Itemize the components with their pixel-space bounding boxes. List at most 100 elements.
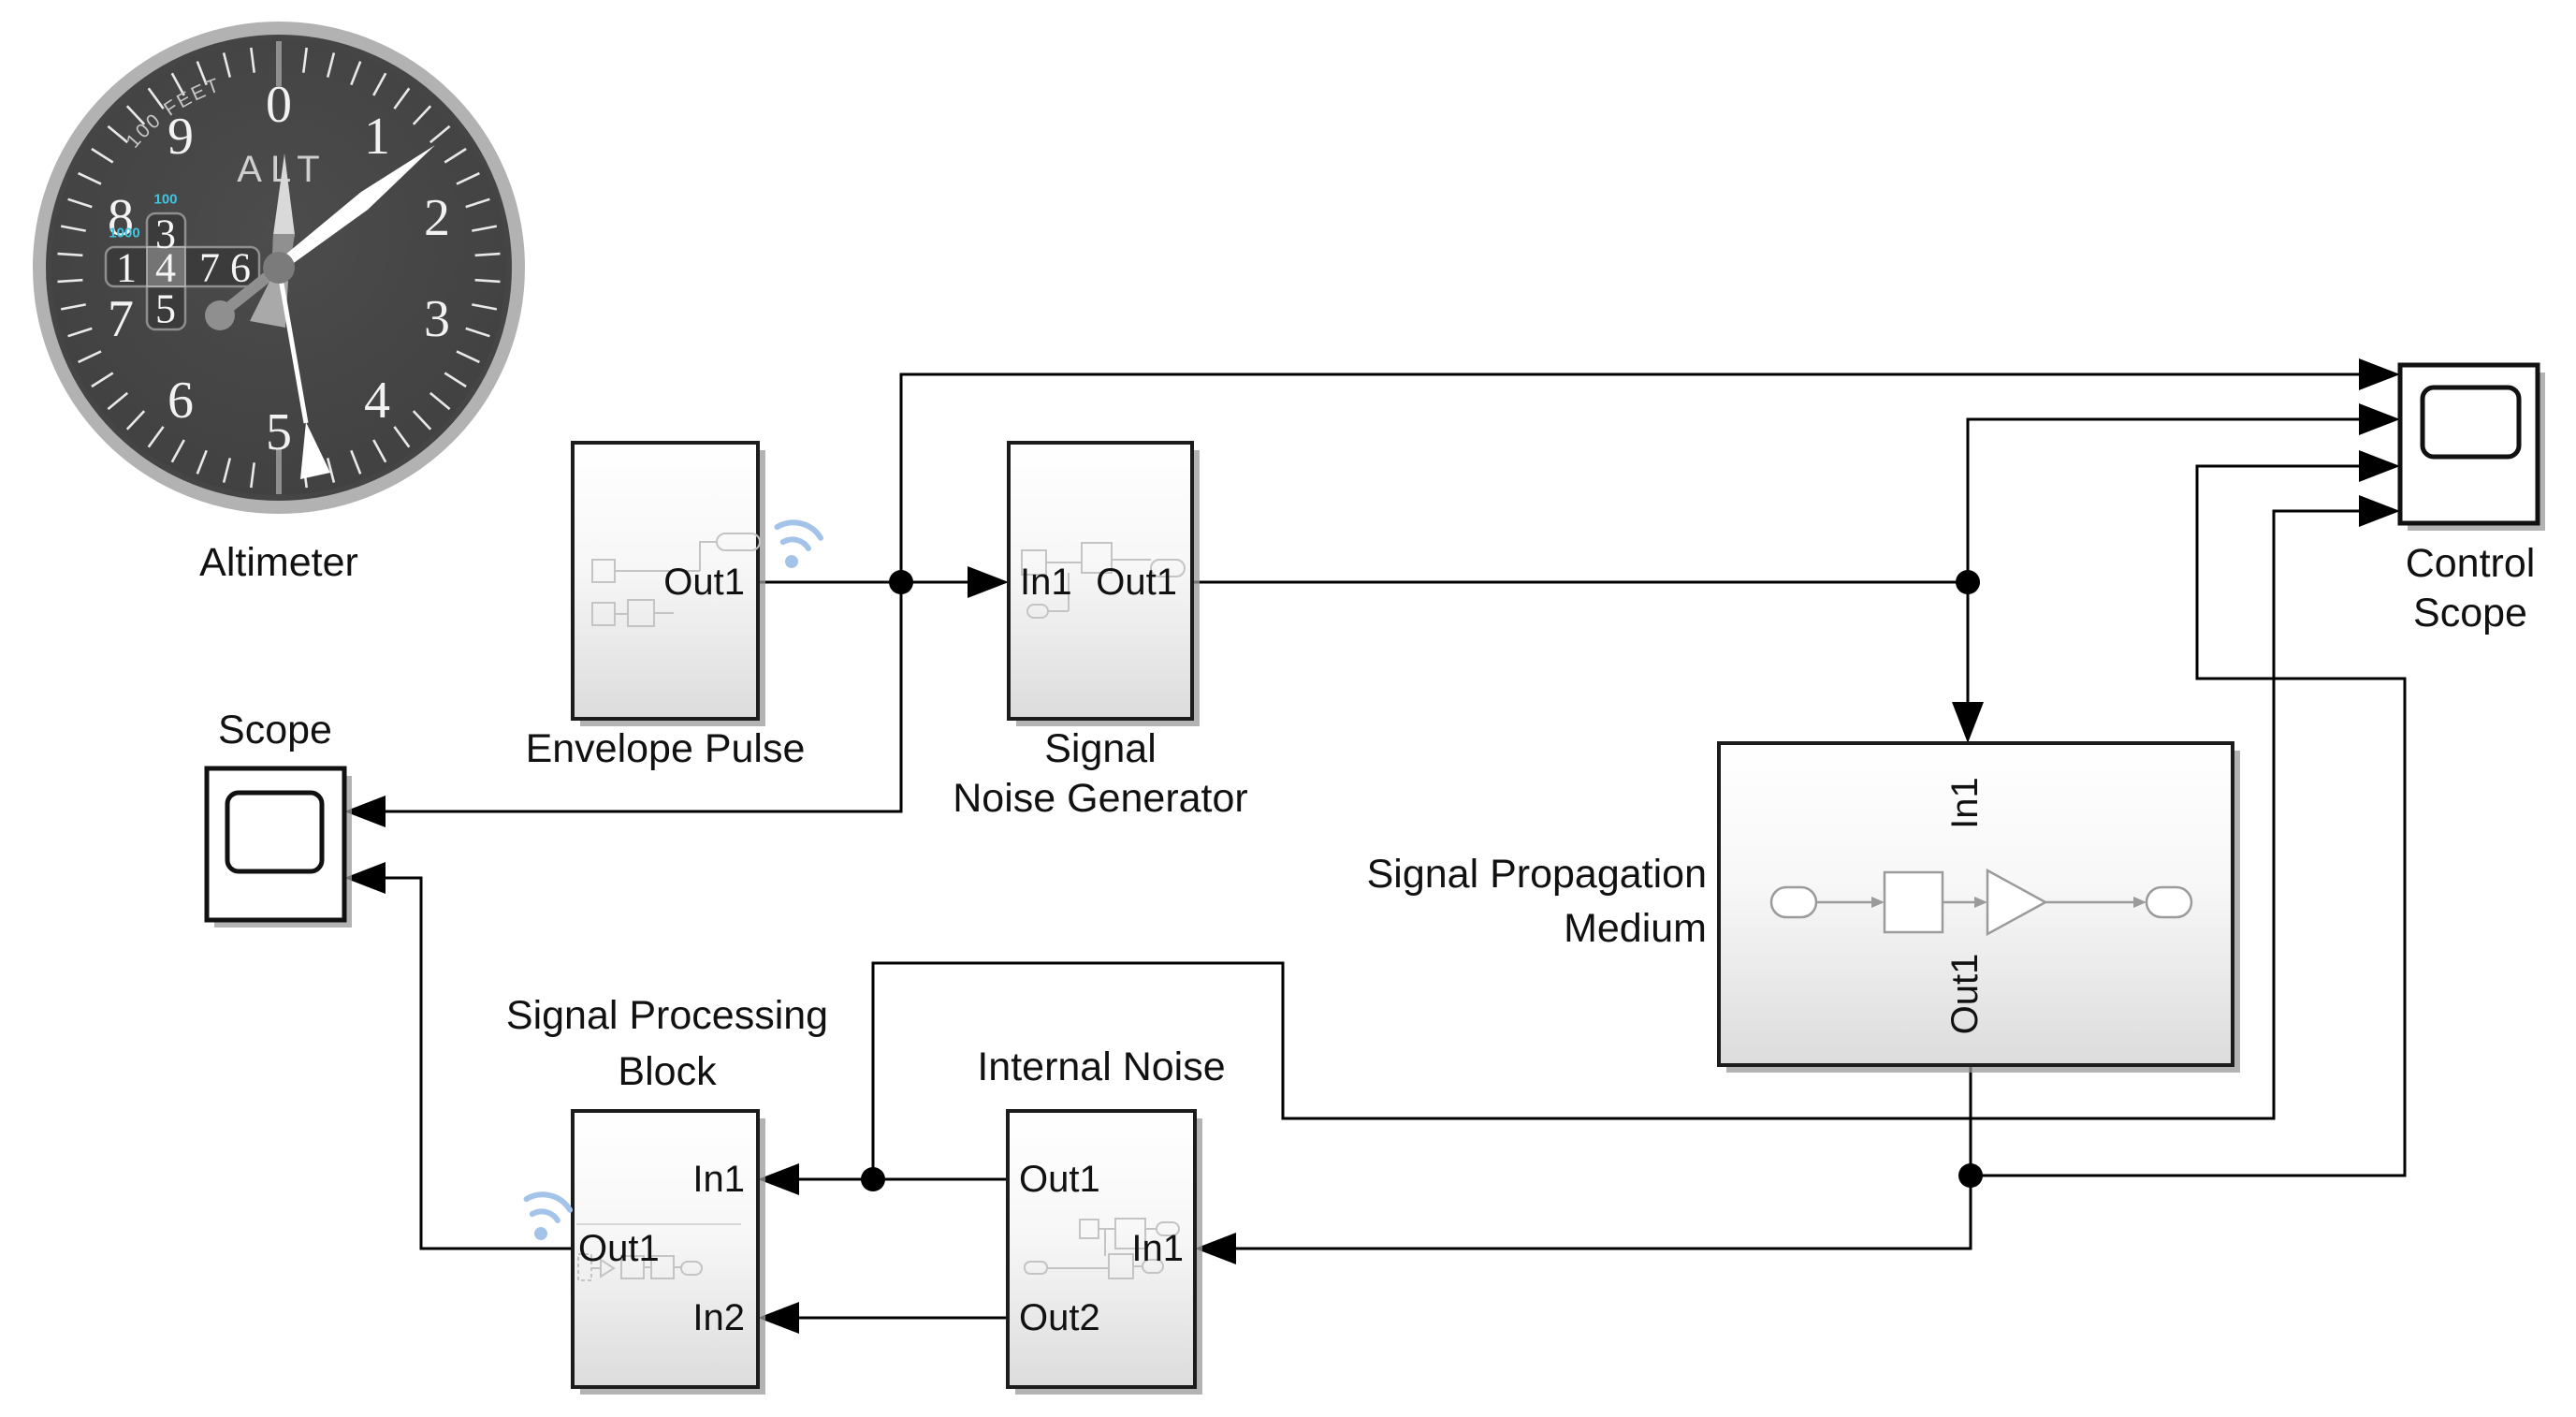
wire-junction-to-controlscope-in2[interactable] bbox=[1966, 417, 2359, 582]
block-noise-generator[interactable]: In1 Out1 bbox=[1007, 441, 1200, 726]
propagation-thumbnail bbox=[1769, 868, 2193, 937]
dial-tick bbox=[444, 372, 467, 388]
dial-tick bbox=[147, 87, 165, 110]
svg-text:8: 8 bbox=[108, 189, 134, 247]
envelope-pulse-thumbnail bbox=[591, 533, 761, 627]
readout-digit: 1 bbox=[116, 245, 137, 291]
control-scope-screen bbox=[2420, 385, 2522, 460]
processing-caption-line1: Signal Processing bbox=[506, 993, 828, 1038]
svg-text:1: 1 bbox=[364, 108, 390, 166]
dial-tick bbox=[196, 449, 208, 475]
altimeter-readout: 3 4 5 1 7 6 100 1000 bbox=[104, 192, 261, 332]
port-label-out1: Out1 bbox=[578, 1228, 660, 1269]
dial-tick bbox=[78, 350, 102, 364]
processing-caption-line2: Block bbox=[618, 1049, 717, 1094]
dial-tick bbox=[125, 105, 146, 125]
readout-scale-100: 100 bbox=[153, 192, 177, 208]
dial-tick bbox=[393, 87, 411, 110]
block-envelope-pulse[interactable]: Out1 bbox=[571, 441, 765, 726]
dial-tick bbox=[222, 458, 232, 483]
dial-tick bbox=[91, 147, 114, 164]
dial-tick bbox=[196, 61, 208, 86]
dial-tick bbox=[170, 439, 185, 463]
dial-tick bbox=[170, 72, 185, 96]
needle-thousands bbox=[274, 145, 435, 272]
port-label-in1: In1 bbox=[1944, 777, 1986, 829]
block-control-scope[interactable] bbox=[2397, 362, 2545, 531]
wire-branch-to-controlscope-in1[interactable] bbox=[899, 373, 2359, 582]
dial-tick bbox=[222, 52, 232, 78]
altimeter-alt-label: ALT bbox=[237, 149, 327, 190]
block-internal-noise[interactable]: Out1 In1 Out2 bbox=[1006, 1109, 1202, 1395]
arrowhead bbox=[968, 566, 1009, 598]
svg-text:5: 5 bbox=[266, 403, 292, 461]
wire-junctions bbox=[861, 570, 1983, 1191]
dial-tick bbox=[412, 105, 432, 125]
wire-arrowheads bbox=[344, 358, 2400, 1334]
envelope-pulse-caption: Envelope Pulse bbox=[526, 726, 806, 771]
dial-tick bbox=[60, 225, 86, 232]
needle-ten-thousands-shaft bbox=[276, 267, 309, 424]
dial-tick bbox=[474, 252, 501, 257]
junction-dot bbox=[1956, 570, 1980, 594]
wire-junction-to-controlscope-in3[interactable] bbox=[1971, 464, 2407, 1177]
arrowhead bbox=[1195, 1233, 1236, 1264]
port-label-out1: Out1 bbox=[663, 562, 745, 603]
block-signal-processing[interactable]: In1 Out1 In2 bbox=[571, 1109, 765, 1395]
arrowhead bbox=[344, 796, 386, 827]
altimeter-dial-numbers: 0 1 2 3 4 5 6 7 8 9 bbox=[108, 76, 450, 461]
needle-hub bbox=[263, 252, 295, 284]
internal-noise-caption: Internal Noise bbox=[977, 1044, 1225, 1089]
junction-dot bbox=[861, 1167, 885, 1191]
readout-digit: 4 bbox=[155, 245, 176, 291]
wireless-icon bbox=[774, 519, 824, 568]
arrowhead bbox=[2359, 403, 2400, 435]
dial-tick bbox=[91, 372, 114, 388]
readout-scale-1000: 1000 bbox=[109, 226, 139, 241]
dial-tick bbox=[60, 303, 86, 311]
port-label-in1: In1 bbox=[692, 1159, 745, 1200]
internal-noise-thumbnail bbox=[1024, 1218, 1180, 1279]
wire-branch-to-controlscope-in4[interactable] bbox=[871, 509, 2359, 1179]
block-propagation-medium[interactable]: In1 Out1 bbox=[1717, 741, 2240, 1073]
wire-junction-to-internalnoise-in1[interactable] bbox=[1236, 1176, 1972, 1250]
dial-tick bbox=[472, 225, 498, 232]
processing-thumbnail bbox=[577, 1253, 703, 1281]
arrowhead bbox=[2359, 495, 2400, 527]
port-label-out1: Out1 bbox=[1096, 562, 1177, 603]
dial-tick bbox=[57, 252, 83, 257]
dial-tick bbox=[350, 61, 362, 86]
port-label-out1: Out1 bbox=[1019, 1159, 1100, 1200]
port-label-out1: Out1 bbox=[1944, 954, 1986, 1035]
wire-processing-out1-to-scope-in2[interactable] bbox=[386, 876, 573, 1250]
wireless-icon bbox=[523, 1191, 574, 1240]
dial-tick bbox=[125, 410, 146, 431]
needle-short-gray-knob bbox=[205, 300, 235, 330]
dial-tick bbox=[444, 147, 467, 164]
dial-tick bbox=[250, 462, 255, 489]
port-label-out2: Out2 bbox=[1019, 1297, 1100, 1338]
wire-branch-to-scope-in1[interactable] bbox=[386, 582, 903, 813]
scope-caption: Scope bbox=[218, 708, 332, 752]
port-label-in2: In2 bbox=[692, 1297, 745, 1338]
needle-counterweight bbox=[250, 280, 288, 328]
dial-tick bbox=[372, 72, 387, 96]
dial-tick bbox=[350, 449, 362, 475]
arrowhead bbox=[758, 1163, 799, 1195]
dial-tick bbox=[456, 350, 480, 364]
dial-tick bbox=[67, 327, 93, 338]
arrowhead bbox=[2359, 450, 2400, 482]
altimeter-gauge[interactable]: 100 FEET 0 1 2 3 4 5 6 7 8 9 ALT 3 4 5 1 bbox=[33, 22, 525, 514]
block-scope[interactable] bbox=[204, 766, 352, 928]
svg-text:4: 4 bbox=[364, 372, 390, 430]
dial-tick bbox=[372, 439, 387, 463]
dial-tick bbox=[393, 426, 411, 448]
readout-center-cell bbox=[146, 246, 186, 287]
signal-wires bbox=[386, 373, 2407, 1320]
dial-tick bbox=[147, 426, 165, 448]
noise-generator-caption-line2: Noise Generator bbox=[953, 776, 1248, 821]
svg-text:7: 7 bbox=[108, 290, 134, 348]
propagation-caption-line2: Medium bbox=[1564, 906, 1707, 951]
dial-tick bbox=[429, 124, 451, 144]
